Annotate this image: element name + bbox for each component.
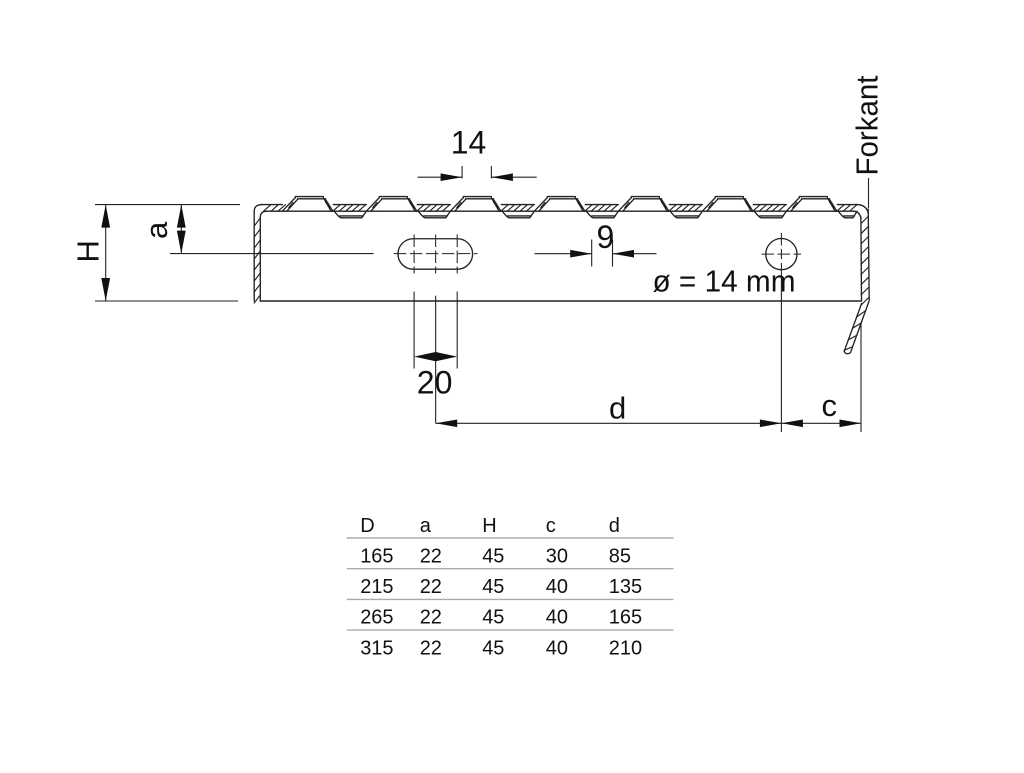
svg-text:22: 22: [420, 607, 442, 629]
svg-text:H: H: [71, 240, 106, 262]
svg-text:c: c: [822, 388, 838, 423]
svg-text:210: 210: [609, 637, 642, 659]
svg-text:30: 30: [546, 545, 568, 567]
svg-text:215: 215: [360, 576, 393, 598]
svg-text:d: d: [609, 515, 620, 537]
svg-text:a: a: [139, 221, 174, 239]
svg-text:85: 85: [609, 545, 631, 567]
svg-text:165: 165: [609, 607, 642, 629]
svg-text:14: 14: [451, 125, 487, 161]
svg-text:H: H: [482, 515, 496, 537]
svg-text:45: 45: [482, 607, 504, 629]
svg-text:22: 22: [420, 576, 442, 598]
svg-text:a: a: [420, 515, 432, 537]
svg-text:ø = 14 mm: ø = 14 mm: [653, 264, 796, 299]
svg-text:Forkant: Forkant: [850, 75, 885, 175]
svg-text:D: D: [360, 515, 374, 537]
svg-text:165: 165: [360, 545, 393, 567]
svg-text:40: 40: [546, 576, 568, 598]
svg-text:315: 315: [360, 637, 393, 659]
svg-text:20: 20: [417, 365, 453, 401]
svg-text:45: 45: [482, 576, 504, 598]
svg-text:45: 45: [482, 545, 504, 567]
svg-text:d: d: [609, 390, 626, 425]
svg-text:9: 9: [597, 219, 615, 255]
svg-text:22: 22: [420, 637, 442, 659]
svg-text:265: 265: [360, 607, 393, 629]
svg-text:135: 135: [609, 576, 642, 598]
svg-text:40: 40: [546, 637, 568, 659]
svg-text:c: c: [546, 515, 556, 537]
svg-text:40: 40: [546, 607, 568, 629]
svg-text:45: 45: [482, 637, 504, 659]
svg-text:22: 22: [420, 545, 442, 567]
